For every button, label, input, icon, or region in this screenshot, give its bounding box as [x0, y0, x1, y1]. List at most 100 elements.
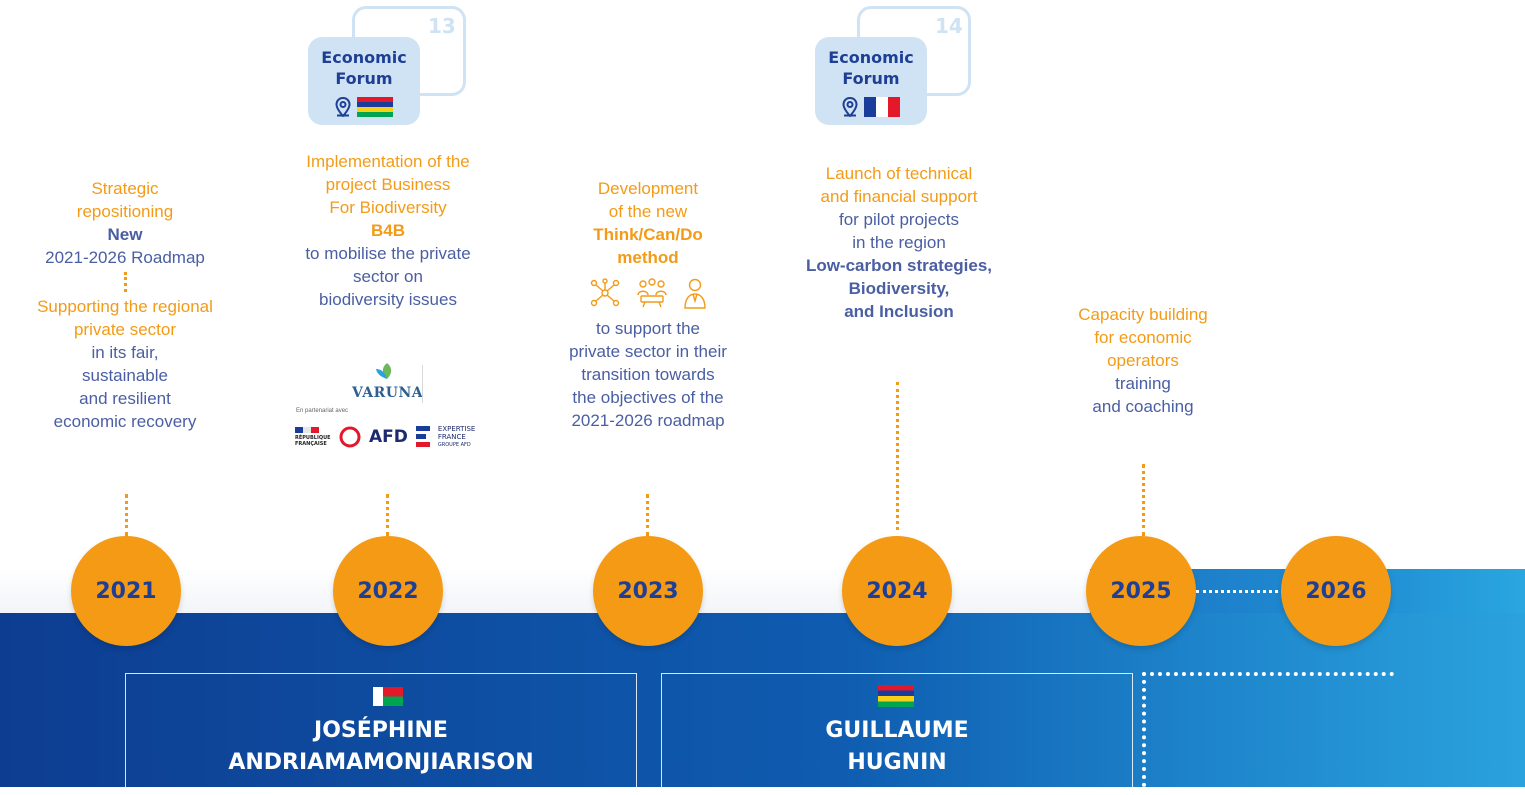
- forum-13-badge: Economic Forum: [308, 37, 420, 125]
- text-line: and resilient: [79, 389, 171, 408]
- text-line: 2021-2026 roadmap: [571, 411, 725, 430]
- year-2021-badge: 2021: [71, 536, 181, 646]
- person-2-first-name: GUILLAUME: [825, 718, 969, 743]
- text-line: GROUPE AFD: [437, 442, 471, 448]
- text-line: private sector: [73, 320, 177, 339]
- afd-ring-icon: [339, 426, 361, 448]
- forum-14-title-2: Forum: [842, 69, 900, 88]
- milestone-2025-text: Capacity building for economic operators…: [1023, 303, 1263, 418]
- year-2023-badge: 2023: [593, 536, 703, 646]
- text-line: to support the: [596, 319, 700, 338]
- connector-2023: [646, 494, 649, 536]
- forum-14-title-1: Economic: [828, 48, 914, 67]
- text-line: Development: [597, 179, 699, 198]
- text-line: Strategic: [91, 179, 159, 198]
- expertise-france-icon: [415, 426, 430, 447]
- text-line: Biodiversity,: [848, 279, 950, 298]
- varuna-logo: VARUNA: [352, 362, 424, 404]
- forum-13-title-2: Forum: [335, 69, 393, 88]
- year-2025-badge: 2025: [1086, 536, 1196, 646]
- partner-caption: En partenariat avec: [296, 408, 349, 414]
- text-line: biodiversity issues: [319, 290, 457, 309]
- year-2022-badge: 2022: [333, 536, 443, 646]
- milestone-2024-text: Launch of technical and financial suppor…: [768, 162, 1030, 323]
- text-line: Launch of technical: [825, 164, 973, 183]
- person-panel-2: GUILLAUME HUGNIN: [661, 673, 1133, 795]
- person-panel-1: JOSÉPHINE ANDRIAMAMONJIARISON: [125, 673, 637, 795]
- text-line: repositioning: [76, 202, 174, 221]
- text-line: in its fair,: [91, 343, 159, 362]
- future-panel-left: [1142, 672, 1146, 787]
- text-line: EXPERTISE: [437, 425, 476, 433]
- connector-2021: [125, 494, 128, 536]
- location-pin-icon: [335, 97, 351, 117]
- madagascar-flag-icon: [373, 687, 403, 706]
- connector-2022: [386, 494, 389, 536]
- year-2024-badge: 2024: [842, 536, 952, 646]
- text-line: private sector in their: [569, 342, 727, 361]
- text-line: New: [107, 225, 143, 244]
- text-line: to mobilise the private: [305, 244, 471, 263]
- text-line: transition towards: [581, 365, 715, 384]
- text-line: sector on: [353, 267, 423, 286]
- connector-2025: [1142, 464, 1145, 536]
- text-line: training: [1115, 374, 1171, 393]
- text-line: Implementation of the: [306, 152, 470, 171]
- person-icon: [684, 278, 706, 309]
- mauritius-flag-icon: [357, 97, 393, 117]
- logo-divider: [422, 365, 423, 403]
- text-line: of the new: [608, 202, 688, 221]
- person-1-last-name: ANDRIAMAMONJIARISON: [228, 750, 534, 775]
- text-line: project Business: [325, 175, 451, 194]
- connector-2025-2026: [1196, 590, 1284, 593]
- future-panel-top: [1142, 672, 1394, 676]
- text-line: Low-carbon strategies,: [805, 256, 993, 275]
- network-icon: [590, 278, 620, 307]
- text-line: FRANCE: [437, 433, 466, 441]
- forum-13-number: 13: [428, 14, 456, 38]
- person-2-last-name: HUGNIN: [847, 750, 947, 775]
- team-meeting-icon: [637, 278, 667, 308]
- year-2026-badge: 2026: [1281, 536, 1391, 646]
- text-line: economic recovery: [53, 412, 197, 431]
- forum-13-title-1: Economic: [321, 48, 407, 67]
- text-line: and coaching: [1092, 397, 1194, 416]
- text-line: B4B: [370, 221, 405, 240]
- text-line: method: [617, 248, 679, 267]
- text-line: the objectives of the: [572, 388, 724, 407]
- location-pin-icon: [842, 97, 858, 117]
- partner-logos: RÉPUBLIQUE FRANÇAISE AFD EXPERTISE FRANC…: [295, 420, 485, 454]
- text-line: Capacity building: [1078, 305, 1208, 324]
- text-line: 2021-2026 Roadmap: [45, 248, 205, 267]
- afd-wordmark: AFD: [369, 427, 408, 447]
- rf-wordmark: RÉPUBLIQUE FRANÇAISE: [295, 435, 331, 447]
- text-line: and Inclusion: [844, 302, 954, 321]
- forum-13-location: [308, 97, 420, 117]
- text-line: operators: [1107, 351, 1179, 370]
- varuna-wordmark: VARUNA: [352, 385, 424, 401]
- method-icons: [528, 269, 768, 317]
- leaf-icon: [376, 363, 392, 379]
- france-flag-icon: [864, 97, 900, 117]
- text-line: Supporting the regional: [37, 297, 213, 316]
- text-line: for pilot projects: [839, 210, 959, 229]
- milestone-2023-text: Development of the new Think/Can/Do meth…: [528, 177, 768, 432]
- expertise-france-wordmark: EXPERTISE FRANCE GROUPE AFD: [438, 425, 475, 449]
- text-line: for economic: [1094, 328, 1192, 347]
- forum-14-badge: Economic Forum: [815, 37, 927, 125]
- text-line: sustainable: [81, 366, 168, 385]
- connector-2024: [896, 382, 899, 530]
- text-line: in the region: [852, 233, 946, 252]
- text-line: For Biodiversity: [329, 198, 447, 217]
- forum-14-number: 14: [935, 14, 963, 38]
- dotted-separator: [5, 269, 245, 295]
- forum-14-location: [815, 97, 927, 117]
- bottom-band: [0, 613, 1525, 787]
- republique-francaise-logo: RÉPUBLIQUE FRANÇAISE: [295, 427, 331, 447]
- person-1-first-name: JOSÉPHINE: [314, 718, 448, 743]
- text-line: and financial support: [820, 187, 978, 206]
- text-line: Think/Can/Do: [593, 225, 703, 244]
- milestone-2022-text: Implementation of the project Business F…: [268, 150, 508, 311]
- milestone-2021-text: Strategic repositioning New 2021-2026 Ro…: [5, 177, 245, 433]
- mauritius-flag-icon: [878, 685, 914, 707]
